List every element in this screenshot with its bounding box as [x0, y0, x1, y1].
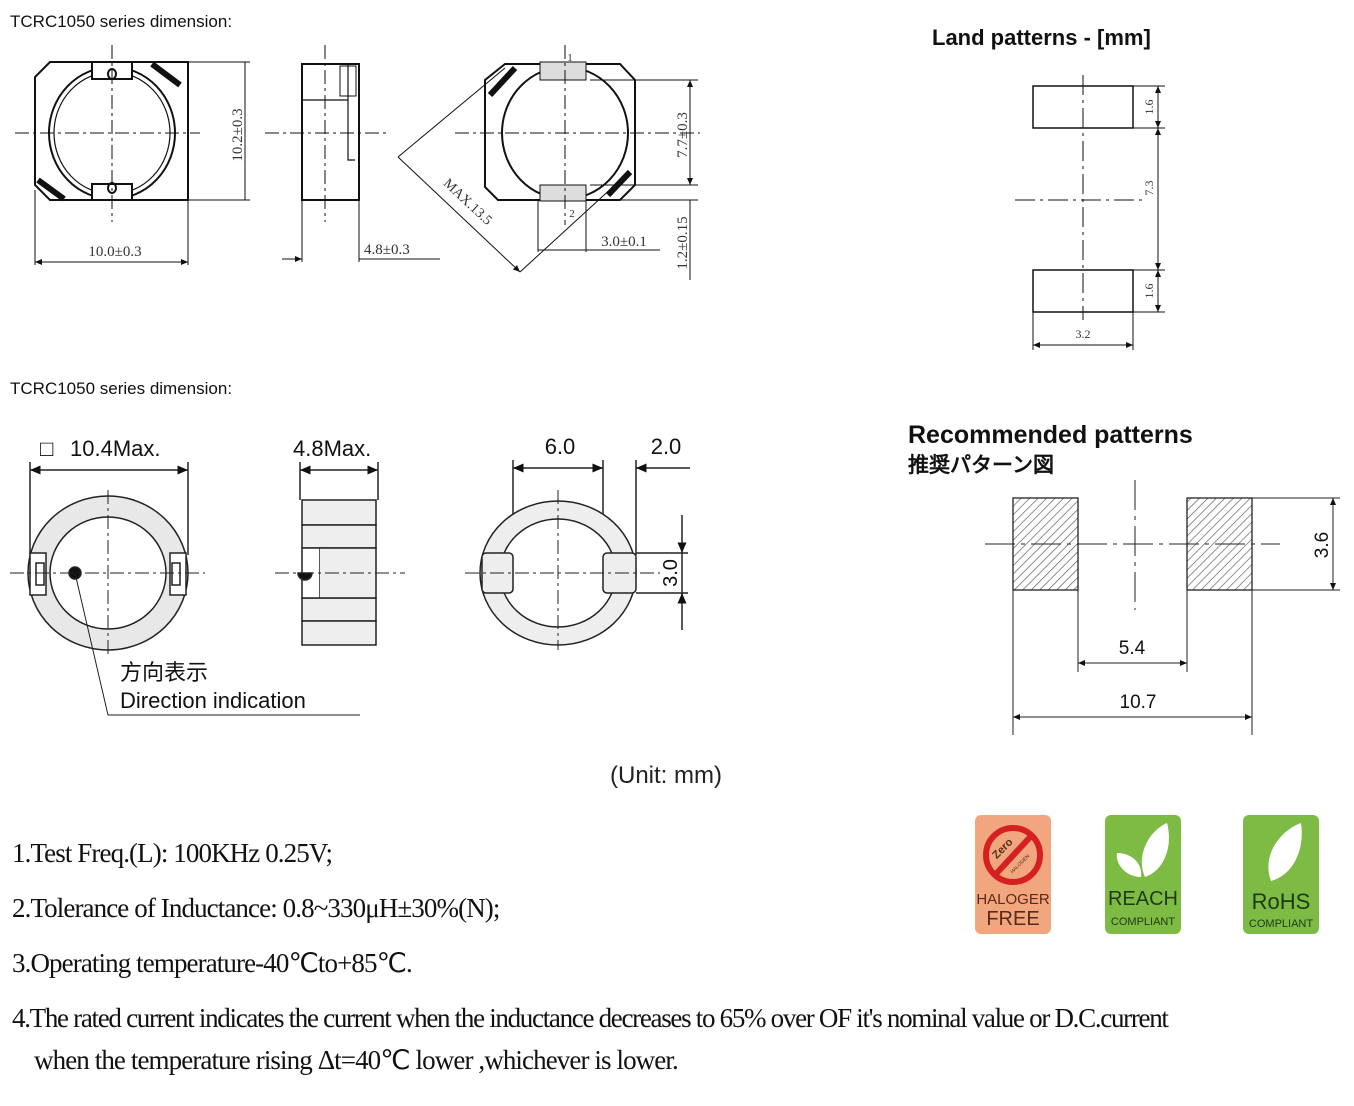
halogen-line1: HALOGER — [976, 891, 1050, 908]
rohs-compliant-badge: RoHS COMPLIANT — [1243, 815, 1319, 934]
note-4: 4.The rated current indicates the curren… — [12, 1003, 1169, 1033]
dim-6: 6.0 — [545, 434, 576, 459]
pin2-label: 2 — [569, 208, 575, 220]
dim-2: 2.0 — [651, 434, 682, 459]
dim-width-max: 10.4Max. — [70, 436, 161, 461]
bottom-view-2 — [465, 460, 690, 650]
dim-diagonal: MAX.13.5 — [440, 176, 495, 228]
rec-pad-height: 3.6 — [1312, 532, 1333, 558]
recommended-pattern-drawing — [985, 480, 1340, 735]
dim-pad-height: 1.2±0.15 — [675, 216, 691, 269]
recommended-title: Recommended patterns — [908, 421, 1193, 449]
unit-label: (Unit: mm) — [610, 762, 722, 789]
note-3: 3.Operating temperature-40℃to+85℃. — [12, 948, 413, 978]
leaf-icon — [1268, 823, 1302, 881]
dim-pad-width: 3.0±0.1 — [601, 234, 647, 250]
front-view-1 — [15, 45, 250, 265]
leaf-icon — [1141, 823, 1169, 877]
rohs-line2: COMPLIANT — [1249, 918, 1313, 930]
front-view-2 — [10, 462, 360, 716]
land-patterns-title: Land patterns - [mm] — [932, 25, 1151, 50]
rec-overall: 10.7 — [1120, 692, 1157, 713]
side-view-1 — [265, 45, 440, 262]
note-2: 2.Tolerance of Inductance: 0.8~330μH±30%… — [12, 893, 500, 923]
reach-compliant-badge: REACH COMPLIANT — [1105, 815, 1181, 934]
land-pattern-drawing — [1015, 75, 1165, 350]
dim-thickness: 4.8±0.3 — [364, 242, 410, 258]
rohs-line1: RoHS — [1252, 889, 1311, 914]
land-pad-h-top: 1.6 — [1142, 100, 1156, 115]
side-view-2 — [275, 462, 405, 646]
note-1: 1.Test Freq.(L): 100KHz 0.25V; — [12, 838, 333, 868]
land-pad-h-bottom: 1.6 — [1142, 284, 1156, 299]
dim-pad-span: 7.7±0.3 — [675, 112, 691, 158]
land-gap: 7.3 — [1142, 181, 1156, 196]
pin1-label: 1 — [567, 52, 573, 64]
dim-width: 10.0±0.3 — [88, 244, 141, 260]
section1-title: TCRC1050 series dimension: — [10, 12, 233, 31]
reach-line1: REACH — [1108, 888, 1178, 910]
square-symbol: □ — [40, 436, 53, 461]
land-pad-w: 3.2 — [1076, 327, 1091, 341]
dimension-drawings: 10.2±0.3 10.0±0.3 4.8±0.3 MAX.13.5 1 2 7… — [10, 25, 1340, 789]
halogen-free-badge: Zero HALOGEN HALOGER FREE — [975, 815, 1051, 934]
dim-height-max: 4.8Max. — [293, 436, 371, 461]
note-4-cont: when the temperature rising Δt=40℃ lower… — [34, 1045, 679, 1075]
dim-height: 10.2±0.3 — [230, 108, 246, 161]
rec-inner-gap: 5.4 — [1119, 638, 1146, 659]
leaf-icon — [1116, 853, 1142, 877]
dim-3: 3.0 — [660, 559, 682, 587]
direction-label-en: Direction indication — [120, 688, 306, 713]
reach-line2: COMPLIANT — [1111, 916, 1175, 928]
direction-label-jp: 方向表示 — [120, 660, 208, 685]
section2-title: TCRC1050 series dimension: — [10, 379, 233, 398]
bottom-view-1 — [397, 45, 700, 280]
recommended-title-jp: 推奨パターン図 — [908, 454, 1054, 477]
halogen-line2: FREE — [986, 908, 1039, 930]
